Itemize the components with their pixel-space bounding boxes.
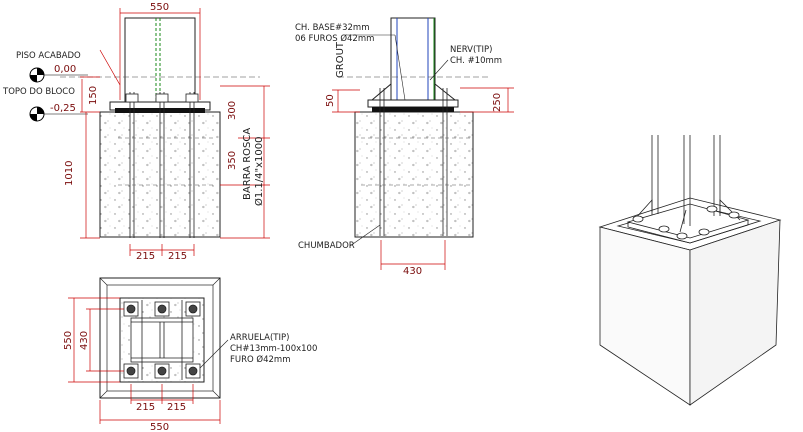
label-barra-rosca-size: Ø1.1/4"x1000 xyxy=(253,137,265,206)
label-ch-base: CH. BASE#32mm xyxy=(295,23,370,33)
dim-550-plan-bottom: 550 xyxy=(150,422,169,432)
label-grout: GROUT xyxy=(335,41,346,78)
dim-430-plan-left: 430 xyxy=(79,331,90,350)
plan-grout-outline xyxy=(106,284,214,392)
label-chumbador: CHUMBADOR xyxy=(298,241,355,251)
dim-215-plan-a: 215 xyxy=(136,402,155,413)
level-value-piso: 0,00 xyxy=(54,64,76,75)
dim-top-width-left: 550 xyxy=(150,2,169,13)
elevation-left: 550 PISO ACABADO 0,00 TOPO DO BLOCO -0,2… xyxy=(2,2,270,262)
level-marker-topo xyxy=(29,106,45,122)
plan-block-outline xyxy=(99,277,221,399)
label-piso-acabado: PISO ACABADO xyxy=(16,51,81,61)
dim-215-plan-b: 215 xyxy=(167,402,186,413)
dim-215-left-b: 215 xyxy=(168,251,187,262)
dim-215-left-a: 215 xyxy=(136,251,155,262)
label-arruela: ARRUELA(TIP) xyxy=(230,333,289,343)
label-arruela-ch: CH#13mm-100x100 xyxy=(230,344,317,354)
label-barra-rosca: BARRA ROSCA xyxy=(242,128,253,200)
dim-300: 300 xyxy=(227,101,238,120)
dim-250: 250 xyxy=(492,93,503,112)
concrete-block-mid xyxy=(354,111,474,238)
label-nerv: NERV(TIP) xyxy=(450,45,492,55)
elevation-middle: CH. BASE#32mm 06 FUROS Ø42mm NERV(TIP) C… xyxy=(295,17,514,277)
dim-350: 350 xyxy=(227,151,238,170)
isometric-view xyxy=(598,135,782,406)
label-topo-bloco: TOPO DO BLOCO xyxy=(2,87,75,97)
level-value-topo: -0,25 xyxy=(50,103,76,114)
label-nerv-ch: CH. #10mm xyxy=(450,56,502,66)
dim-550-plan-left: 550 xyxy=(63,331,74,350)
base-plate-mid xyxy=(367,99,459,108)
label-furos: 06 FUROS Ø42mm xyxy=(295,33,374,44)
dim-1010: 1010 xyxy=(64,161,75,186)
plan-washers xyxy=(123,301,201,379)
dim-430-mid: 430 xyxy=(403,266,422,277)
label-arruela-furo: FURO Ø42mm xyxy=(230,354,290,365)
plan-view: 550 430 ARRUELA(TIP) CH#13mm-100x100 FUR… xyxy=(63,277,317,432)
level-marker-piso xyxy=(29,67,45,83)
dim-150: 150 xyxy=(88,86,99,105)
dim-50: 50 xyxy=(325,94,336,107)
